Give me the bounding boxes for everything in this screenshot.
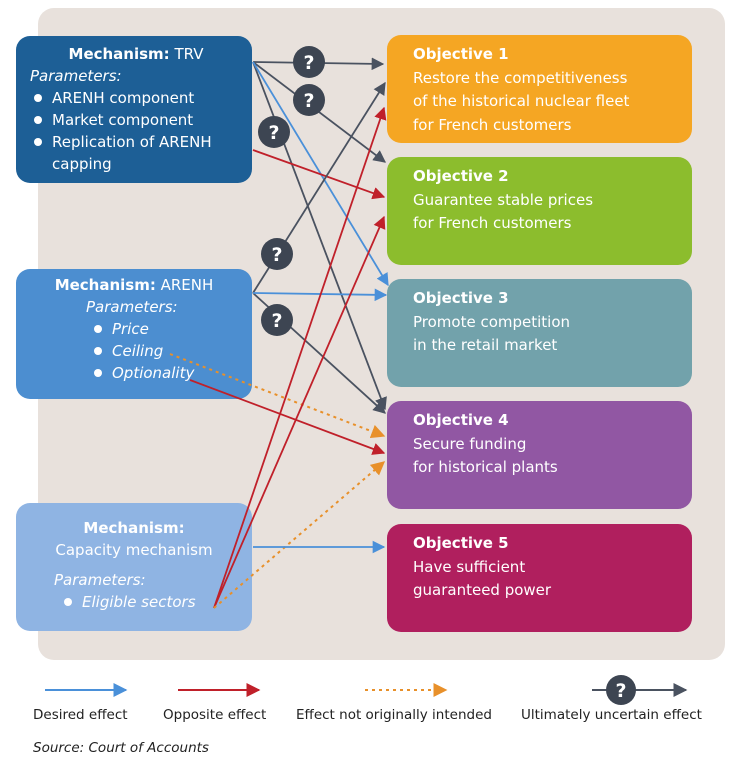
mechanism-capacity-title: Mechanism:: [83, 519, 185, 537]
objective-1-title: Objective 1: [413, 45, 509, 63]
objective-5-text: guaranteed power: [413, 581, 552, 599]
opposite-effect-line: [189, 379, 386, 455]
param-item: Replication of ARENH capping: [30, 131, 242, 175]
mechanism-arenh-title: Mechanism: ARENH: [54, 276, 214, 294]
svg-text:?: ?: [268, 122, 279, 144]
mechanism-trv-box: Mechanism: TRV Parameters: ARENH compone…: [16, 36, 252, 183]
objective-3-title: Objective 3: [413, 289, 509, 307]
param-item: ARENH component: [30, 87, 242, 109]
mechanism-capacity-subtitle: Capacity mechanism: [55, 541, 213, 559]
objective-4-title: Objective 4: [413, 411, 509, 429]
objective-4-text: Secure funding: [413, 434, 527, 453]
param-item: Eligible sectors: [60, 591, 242, 613]
param-item: Price: [90, 318, 242, 340]
mechanism-capacity-box: Mechanism: Capacity mechanism Parameters…: [16, 503, 252, 631]
desired-effect-line: [252, 288, 388, 302]
objective-1-text: for French customers: [413, 115, 572, 134]
uncertain-question-badge: ?: [261, 304, 293, 336]
objective-2-title: Objective 2: [413, 167, 509, 185]
opposite-effect-line: [213, 106, 387, 609]
opposite-effect-line: [252, 149, 386, 200]
objective-3-text: Promote competition: [413, 312, 571, 331]
param-item: Optionality: [90, 362, 242, 384]
svg-text:?: ?: [303, 90, 314, 112]
mechanism-arenh-box: Mechanism: ARENH Parameters: Price Ceili…: [16, 269, 252, 399]
mechanism-trv-title: Mechanism: TRV: [68, 45, 204, 63]
objective-5-title: Objective 5: [413, 534, 509, 552]
mechanism-capacity-params-label: Parameters:: [54, 571, 146, 589]
unintended-effect-line: [169, 353, 386, 439]
uncertain-question-badge: ?: [258, 116, 290, 148]
objective-1-text: of the historical nuclear fleet: [413, 92, 630, 110]
svg-text:?: ?: [271, 244, 282, 266]
mechanism-capacity-params: Eligible sectors: [26, 591, 242, 613]
legend-desired-label: Desired effect: [33, 707, 128, 723]
mechanism-trv-params: ARENH component Market component Replica…: [30, 87, 242, 175]
objective-3-box: Objective 3 Promote competition in the r…: [387, 279, 692, 387]
param-item: Ceiling: [90, 340, 242, 362]
svg-text:?: ?: [271, 310, 282, 332]
objective-1-box: Objective 1 Restore the competitiveness …: [387, 35, 692, 143]
mechanism-trv-params-label: Parameters:: [30, 67, 122, 85]
mechanism-arenh-params: Price Ceiling Optionality: [26, 318, 242, 384]
objective-4-text: for historical plants: [413, 458, 558, 476]
legend-opposite-label: Opposite effect: [163, 707, 267, 723]
uncertain-question-badge: ?: [293, 46, 325, 78]
uncertain-question-badge: ?: [293, 84, 325, 116]
legend-uncertain-label: Ultimately uncertain effect: [521, 707, 702, 723]
objective-1-text: Restore the competitiveness: [413, 68, 628, 87]
objective-5-box: Objective 5 Have sufficient guaranteed p…: [387, 524, 692, 632]
source-note: Source: Court of Accounts: [33, 740, 209, 756]
legend-uncertain-symbol: ?: [592, 675, 688, 705]
objective-3-text: in the retail market: [413, 336, 558, 354]
objective-5-text: Have sufficient: [413, 557, 526, 576]
objective-2-text: Guarantee stable prices: [413, 190, 594, 209]
svg-text:?: ?: [615, 680, 626, 702]
objective-2-box: Objective 2 Guarantee stable prices for …: [387, 157, 692, 265]
svg-text:?: ?: [303, 52, 314, 74]
uncertain-question-badge: ?: [261, 238, 293, 270]
mechanism-arenh-params-label: Parameters:: [86, 298, 178, 316]
objective-2-text: for French customers: [413, 214, 572, 232]
param-item: Market component: [30, 109, 242, 131]
legend-unintended-label: Effect not originally intended: [296, 707, 492, 723]
unintended-effect-line: [213, 461, 386, 609]
opposite-effect-line: [213, 215, 386, 609]
objective-4-box: Objective 4 Secure funding for historica…: [387, 401, 692, 509]
